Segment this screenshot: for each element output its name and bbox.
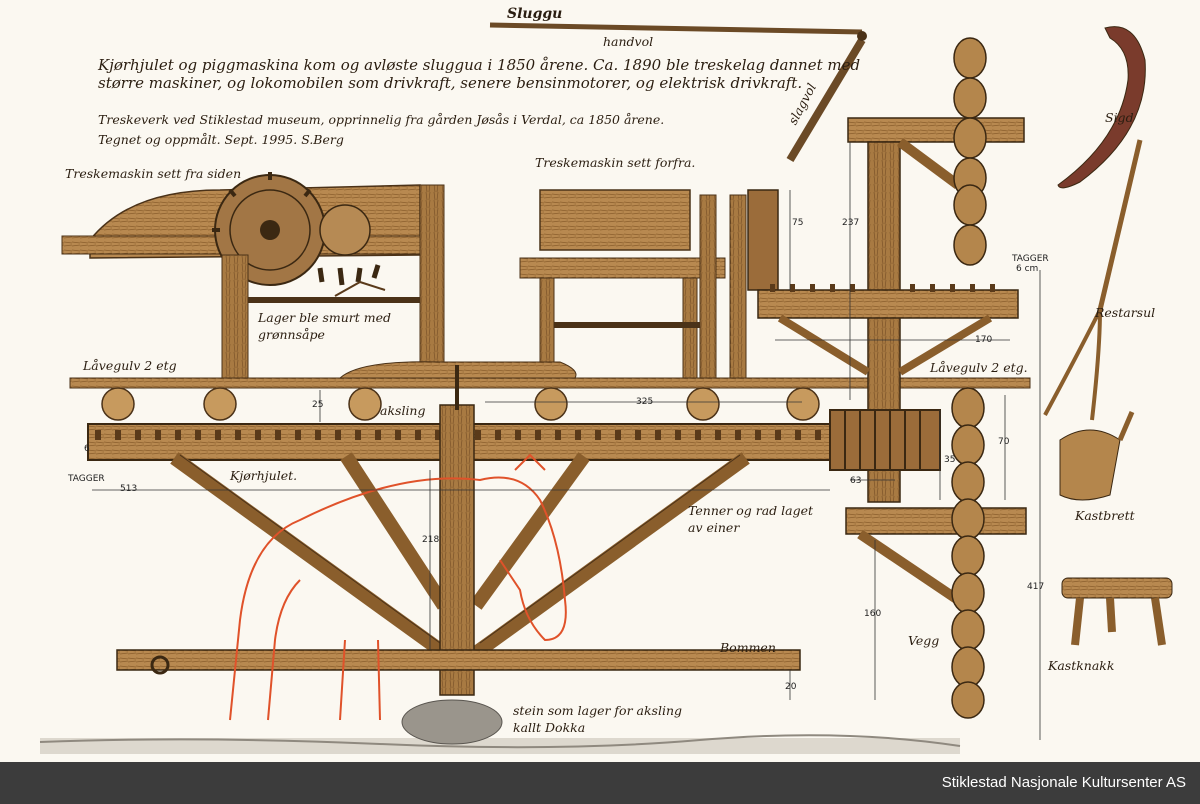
tools [1043, 26, 1173, 646]
bommen-label: Bommen [720, 640, 776, 655]
dim-75: 75 [792, 218, 804, 228]
footer-credit: Stiklestad Nasjonale Kultursenter AS [941, 774, 1186, 791]
diagram-drawing [39, 22, 1173, 754]
vertical-shaft [757, 117, 1027, 605]
tagger-right-label-2: 6 cm [1016, 264, 1039, 274]
sluggu-label: Sluggu [507, 6, 563, 22]
kjorhjulet-label: Kjørhjulet. [230, 468, 298, 483]
stein-label-2: kallt Dokka [513, 720, 586, 735]
restarsul-label: Restarsul [1095, 305, 1156, 320]
credit-line-2: Tegnet og oppmålt. Sept. 1995. S.Berg [98, 132, 344, 147]
handvol-label: handvol [603, 34, 654, 49]
stein-label: stein som lager for aksling [513, 703, 683, 718]
dim-417: 417 [1027, 582, 1045, 592]
drawing-canvas: Sluggu handvol slagvol Kjørhjulet og pig… [0, 0, 1200, 762]
lavegulv-right-label: Låvegulv 2 etg. [930, 360, 1028, 375]
dim-35: 35 [944, 455, 956, 465]
threshing-machine-side [61, 172, 445, 384]
dim-6: 6 [84, 444, 90, 454]
aksling-label: aksling [380, 403, 426, 418]
horse-sketch [229, 453, 567, 721]
sluggu-flail [489, 22, 867, 163]
lavegulv-left-label: Låvegulv 2 etg [83, 358, 177, 373]
lager-label: Lager ble smurt med [258, 310, 392, 325]
dimension-lines [92, 142, 1041, 740]
dim-25: 25 [312, 400, 324, 410]
vegg-label: Vegg [908, 633, 940, 648]
dim-70: 70 [998, 437, 1010, 447]
kastknakk-label: Kastknakk [1048, 658, 1115, 673]
threshing-machine-front [519, 189, 779, 379]
dim-513: 513 [120, 484, 138, 494]
tagger-left-label: TAGGER [68, 474, 105, 484]
dim-218: 218 [422, 535, 440, 545]
side-view-label: Treskemaskin sett fra siden [65, 166, 242, 181]
credit-line-1: Treskeverk ved Stiklestad museum, opprin… [98, 112, 665, 127]
tenner-label-2: av einer [688, 520, 740, 535]
dim-325: 325 [636, 397, 654, 407]
dim-63: 63 [850, 476, 862, 486]
tenner-label: Tenner og rad laget [688, 503, 813, 518]
lager-label-2: grønnsåpe [258, 327, 325, 342]
intro-line-1: Kjørhjulet og piggmaskina kom og avløste… [98, 56, 861, 74]
footer-bar: Stiklestad Nasjonale Kultursenter AS [0, 762, 1200, 804]
ground [39, 734, 961, 754]
intro-line-2: større maskiner, og lokomobilen som driv… [98, 74, 803, 92]
dim-237: 237 [842, 218, 860, 228]
front-view-label: Treskemaskin sett forfra. [535, 155, 696, 170]
dim-170: 170 [975, 335, 993, 345]
tagger-right-label: TAGGER [1012, 254, 1049, 264]
dim-20: 20 [785, 682, 797, 692]
log-wall [951, 37, 987, 719]
kastbrett-label: Kastbrett [1075, 508, 1135, 523]
loft-floor [69, 361, 1031, 421]
sigd-label: Sigd [1105, 110, 1134, 125]
kjorhjulet-wheel [87, 365, 834, 745]
dim-160: 160 [864, 609, 882, 619]
